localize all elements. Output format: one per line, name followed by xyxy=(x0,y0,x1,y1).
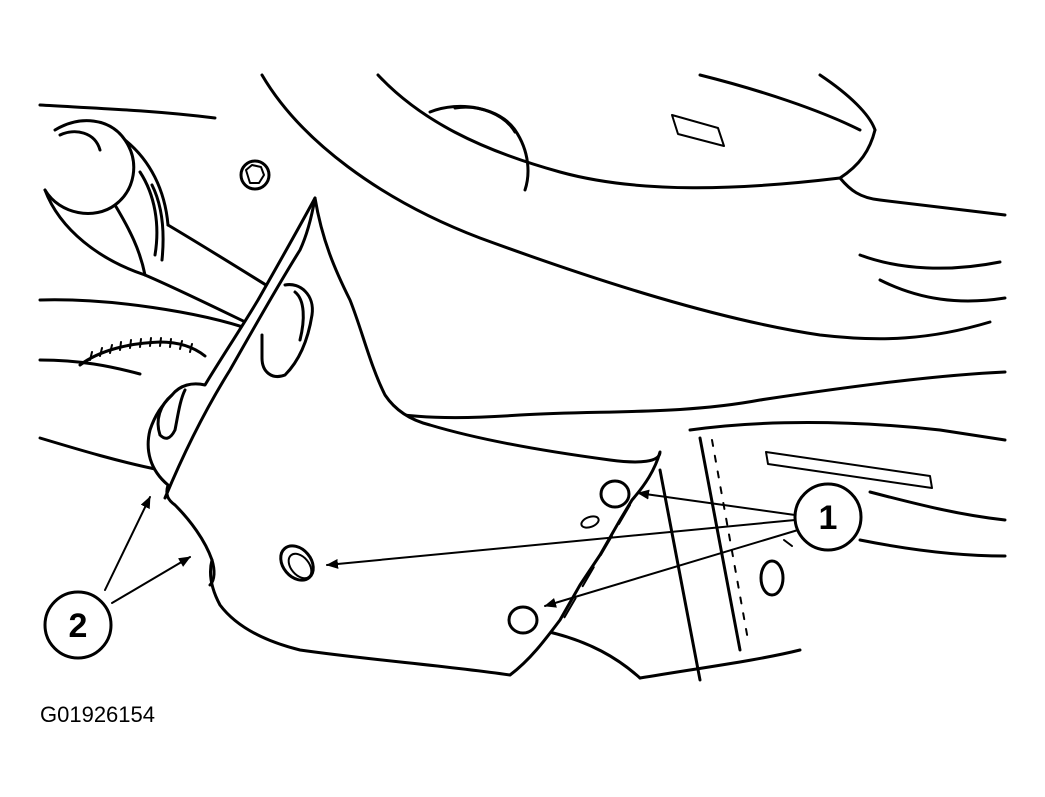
leader-arrow-2b xyxy=(111,556,191,604)
mounting-hole-upper-right xyxy=(599,479,631,509)
mounting-hole-center xyxy=(279,544,315,582)
leader-arrow-1b xyxy=(326,519,796,569)
leader-arrow-2a xyxy=(104,496,151,591)
mounting-hole-lower xyxy=(507,605,539,635)
figure-id-code: G01926154 xyxy=(40,702,155,727)
leader-lines-callout-1 xyxy=(326,489,799,608)
callout-1-number: 1 xyxy=(819,499,838,537)
leader-arrow-1a xyxy=(637,489,796,516)
leader-arrow-1c xyxy=(544,529,799,608)
callout-2: 2 xyxy=(43,590,113,660)
mounting-bracket xyxy=(146,196,662,677)
mounting-holes xyxy=(279,479,631,635)
callout-1: 1 xyxy=(793,482,863,552)
background-housing xyxy=(38,73,1007,682)
leader-lines-callout-2 xyxy=(104,496,191,604)
callout-2-number: 2 xyxy=(69,607,88,645)
